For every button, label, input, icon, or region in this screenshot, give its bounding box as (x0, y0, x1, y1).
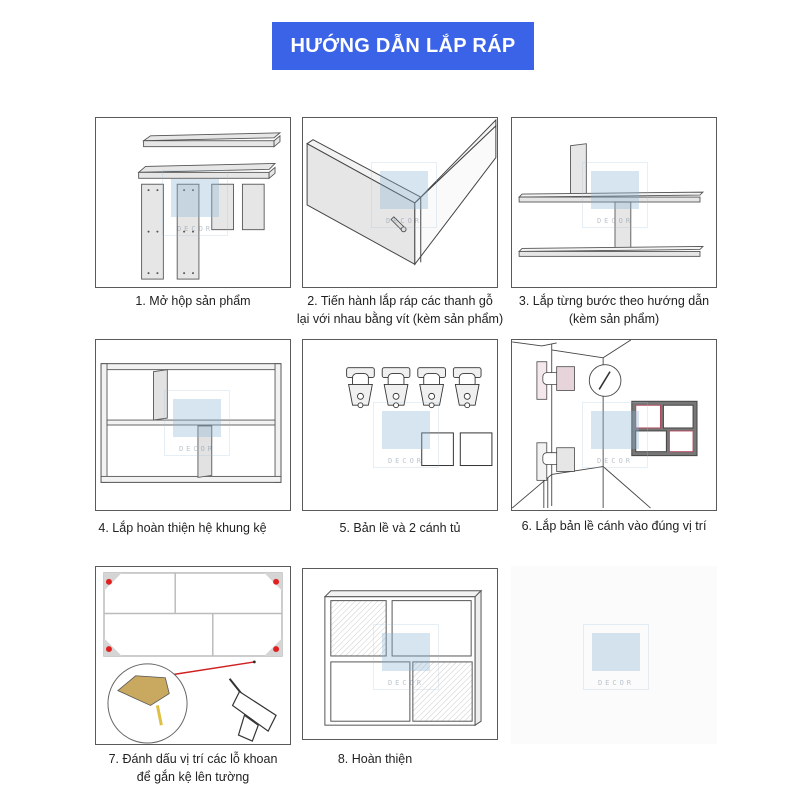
watermark-logo: DECOR (371, 162, 437, 228)
step-5-illustration: DECOR (302, 339, 498, 511)
step-7-illustration (95, 566, 291, 745)
hinge-icon (346, 367, 375, 409)
mark-drill-holes-icon (103, 572, 283, 744)
watermark-logo: DECOR (164, 390, 230, 456)
watermark-logo: DECOR (583, 624, 649, 690)
corner-joint-with-screw-icon (306, 118, 497, 266)
step-8-illustration: DECOR (302, 568, 498, 740)
step-5-caption: 5. Bản lề và 2 cánh tủ (339, 521, 461, 535)
step-3-illustration: DECOR (511, 117, 717, 288)
hinges-and-doors-icon (346, 367, 493, 467)
step-3-caption: 3. Lắp từng bước theo hướng dẫn (kèm sản… (518, 294, 710, 326)
page-title-banner: HƯỚNG DẪN LẮP RÁP (272, 22, 534, 70)
watermark-logo: DECOR (582, 162, 648, 228)
laser-line (165, 661, 255, 677)
pencil-icon (155, 705, 163, 726)
hinge-icon (381, 367, 411, 409)
hinge-icon (417, 367, 446, 409)
watermark-logo: DECOR (582, 402, 648, 468)
door-panel (459, 432, 493, 467)
step-2-caption: 2. Tiến hành lắp ráp các thanh gỗ lại vớ… (296, 294, 504, 326)
shelf-on-wall (631, 400, 698, 457)
step-1-illustration: DECOR (95, 117, 291, 288)
hinge-icon (452, 367, 482, 409)
step-6-caption: 6. Lắp bản lề cánh vào đúng vị trí (521, 519, 707, 533)
hinge-icon (536, 361, 575, 400)
finished-shelf-icon (323, 589, 483, 727)
step-1-caption: 1. Mở hộp sản phẩm (135, 294, 251, 308)
page-title: HƯỚNG DẪN LẮP RÁP (290, 34, 516, 57)
door-panel (421, 432, 454, 467)
step-4-caption: 4. Lắp hoàn thiện hệ khung kệ (98, 521, 267, 535)
screw-icon (390, 216, 407, 233)
watermark-logo: DECOR (162, 170, 228, 236)
screw-icon (598, 371, 611, 390)
watermark-logo: DECOR (373, 402, 439, 468)
hinge-icon (536, 442, 575, 481)
empty-panel: DECOR (511, 566, 717, 744)
unboxed-panels-icon (137, 132, 282, 280)
step-8-caption: 8. Hoàn thiện (337, 752, 413, 766)
step-7-caption: 7. Đánh dấu vị trí các lỗ khoan để gắn k… (108, 752, 278, 784)
step-2-illustration: DECOR (302, 117, 498, 288)
step-4-illustration: DECOR (95, 339, 291, 511)
bracket-icon (117, 675, 170, 706)
completed-frame-icon (100, 363, 282, 483)
watermark-logo: DECOR (373, 624, 439, 690)
drill-icon (228, 678, 277, 742)
hinge-installation-icon (512, 340, 698, 509)
shelves-with-dividers-icon (518, 143, 705, 257)
step-6-illustration: DECOR (511, 339, 717, 511)
